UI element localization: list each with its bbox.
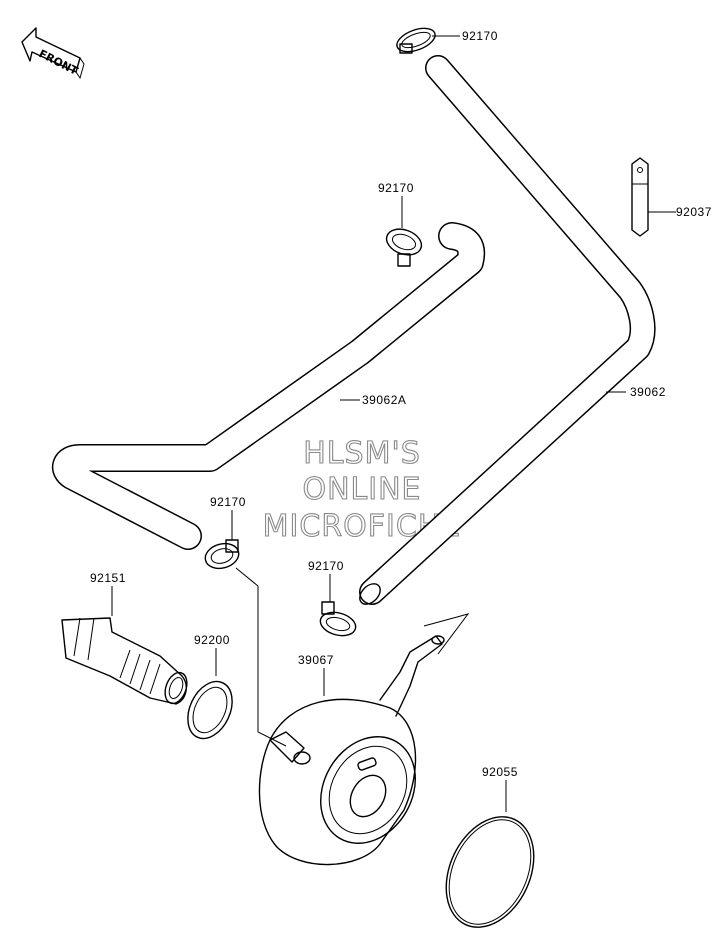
leader-lines <box>111 35 676 812</box>
label-clamp-mid-left: 92170 <box>210 495 246 509</box>
hose-left <box>52 222 486 550</box>
front-label: FRONT <box>37 47 81 78</box>
clamp-upper-left <box>385 228 423 267</box>
front-arrow-icon: FRONT <box>21 27 85 80</box>
clamp-mid-left <box>204 539 240 570</box>
clamp-mid-right <box>319 601 357 637</box>
bolt <box>61 617 188 705</box>
label-clamp-upper-left: 92170 <box>378 181 414 195</box>
label-clamp-mid-right: 92170 <box>308 559 344 573</box>
label-o-ring: 92055 <box>482 765 518 779</box>
washer <box>187 680 233 740</box>
label-clamp-top: 92170 <box>462 29 498 43</box>
label-bracket: 92037 <box>676 205 712 219</box>
label-hose-right: 39062 <box>630 385 666 399</box>
watermark-line-1: HLSM'S <box>303 436 421 471</box>
label-washer: 92200 <box>194 633 230 647</box>
o-ring <box>445 816 535 928</box>
oil-cooler <box>258 613 470 866</box>
clamp-top <box>396 27 436 54</box>
label-bolt: 92151 <box>90 571 126 585</box>
label-oil-cooler: 39067 <box>298 653 334 667</box>
bracket <box>631 157 649 237</box>
label-hose-left: 39062A <box>362 393 406 407</box>
watermark-line-2: ONLINE <box>302 472 421 507</box>
hose-right <box>359 55 656 605</box>
